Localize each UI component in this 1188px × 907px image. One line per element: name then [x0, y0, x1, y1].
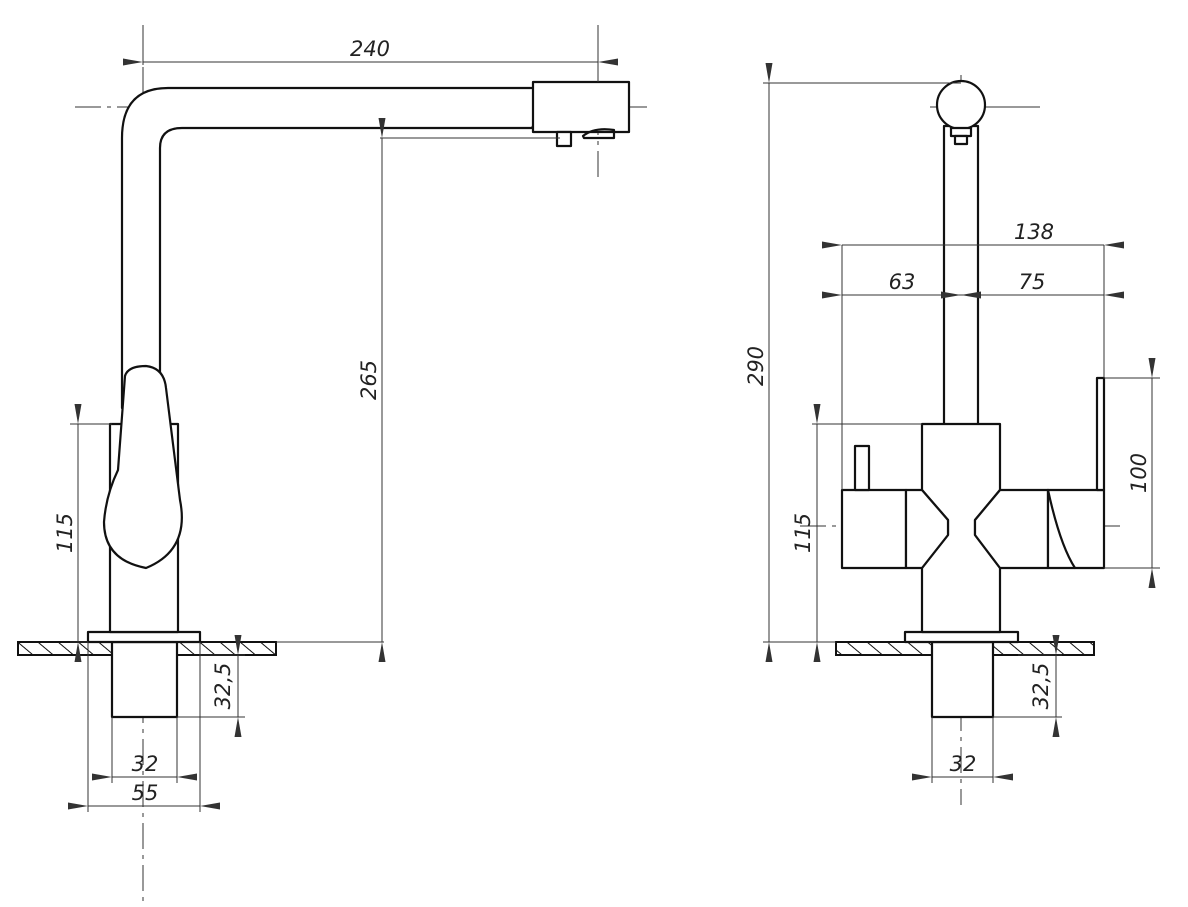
dim-text-290: 290 [744, 346, 768, 386]
front-spout-nozzle [949, 126, 973, 138]
side-base-ring [86, 630, 202, 644]
front-spout-nozzle-tip [953, 134, 969, 146]
front-left-handle-stem [853, 444, 871, 492]
side-spout-tube [120, 86, 536, 410]
dim-text-265: 265 [357, 360, 381, 400]
front-left-handle-cone [904, 488, 950, 570]
front-riser-pipe [942, 124, 980, 428]
dim-text-240: 240 [350, 37, 390, 61]
front-right-lever-curve [1046, 488, 1077, 570]
front-right-lever-block [1046, 488, 1106, 570]
front-threaded-shank [930, 640, 995, 719]
dim-text-63: 63 [889, 270, 916, 294]
front-view: 290 138 63 75 115 100 32,5 32 [744, 63, 1160, 805]
dim-text-32-side: 32 [132, 752, 159, 776]
front-base-ring [903, 630, 1020, 644]
dim-text-55: 55 [132, 781, 159, 805]
dim-text-115-side: 115 [53, 513, 77, 553]
dim-text-32-5-side: 32,5 [211, 663, 235, 710]
side-view: 240 265 115 32,5 32 55 [17, 25, 650, 905]
dim-text-32-5-front: 32,5 [1029, 663, 1053, 710]
front-right-lever-arm [1095, 376, 1106, 492]
side-lever-handle [102, 364, 183, 570]
side-filter-nozzle [555, 130, 573, 148]
side-aerator [581, 128, 616, 140]
dim-text-75: 75 [1019, 270, 1046, 294]
dim-text-32-front: 32 [950, 752, 977, 776]
side-outlet-head [531, 80, 631, 134]
dim-text-138: 138 [1014, 220, 1054, 244]
front-spout-head [935, 79, 987, 131]
side-threaded-shank [110, 640, 179, 719]
front-left-handle [840, 488, 908, 570]
dim-text-100: 100 [1127, 453, 1151, 493]
dim-text-115-front: 115 [791, 513, 815, 553]
